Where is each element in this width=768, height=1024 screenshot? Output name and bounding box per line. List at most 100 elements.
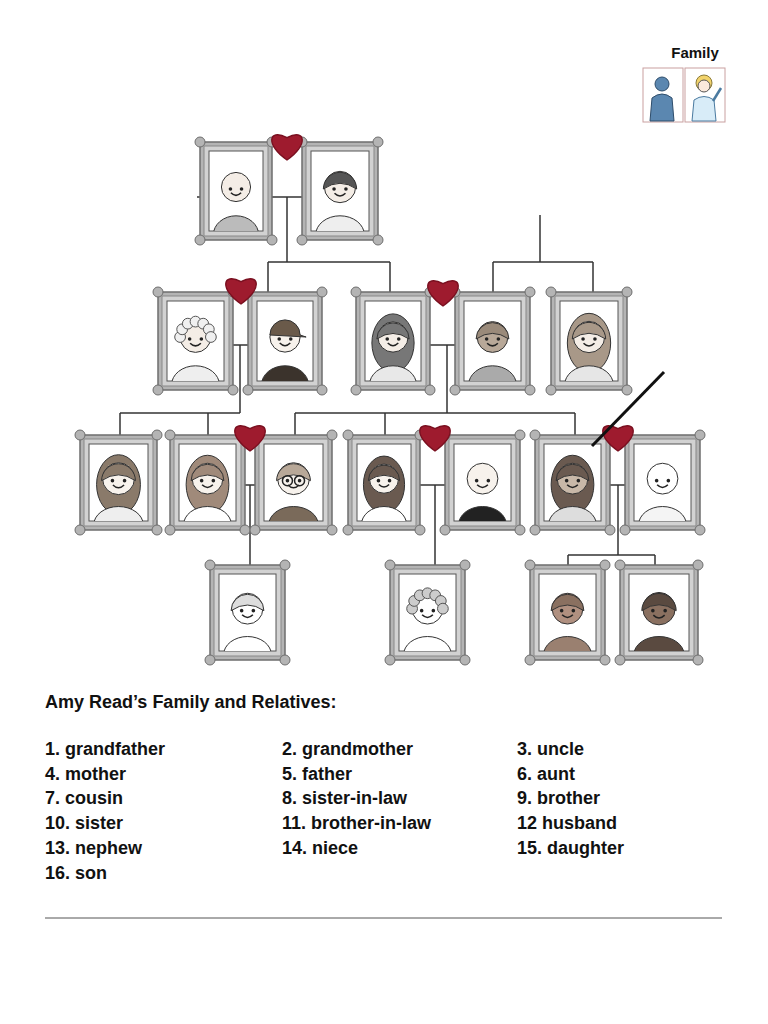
mouth	[653, 615, 664, 618]
tree-line	[286, 197, 288, 262]
head	[369, 464, 398, 493]
portrait-frame	[195, 137, 277, 254]
list-item: 5. father	[282, 764, 352, 786]
tree-line	[207, 413, 209, 435]
list-item: 11. brother-in-law	[282, 813, 431, 835]
heart	[420, 426, 450, 451]
hair	[191, 464, 224, 480]
eye	[298, 479, 302, 483]
eye	[497, 337, 501, 341]
portrait	[459, 463, 507, 521]
body	[213, 216, 258, 231]
frame-corner	[450, 385, 460, 395]
list-item: 10. sister	[45, 813, 123, 835]
mouth	[190, 343, 201, 346]
list-item: 3. uncle	[517, 739, 584, 761]
tree-lines	[120, 197, 655, 568]
icon-box	[643, 68, 683, 122]
body	[459, 507, 507, 521]
frame-corner	[515, 430, 525, 440]
frame-corner	[600, 560, 610, 570]
portrait-frames	[75, 137, 705, 673]
body	[469, 366, 517, 381]
eye	[111, 479, 115, 483]
head	[221, 172, 250, 201]
tree-line	[120, 412, 240, 414]
portrait	[544, 593, 592, 651]
frame-corner	[693, 560, 703, 570]
eye	[277, 337, 281, 341]
head	[192, 463, 223, 494]
frame-corner	[385, 560, 395, 570]
frame-corner	[280, 655, 290, 665]
tree-line	[492, 262, 494, 292]
frame-corner	[205, 560, 215, 570]
frame-corner	[620, 525, 630, 535]
hair	[231, 594, 264, 610]
list-item: 4. mother	[45, 764, 126, 786]
mouth	[657, 485, 668, 488]
tree-line	[568, 554, 655, 556]
eye	[667, 479, 671, 483]
portrait-frame	[75, 430, 162, 543]
glasses	[295, 476, 305, 486]
frame-corner	[530, 525, 540, 535]
body	[172, 366, 220, 381]
portrait-frame	[450, 287, 535, 404]
frame-corner	[525, 385, 535, 395]
eye	[188, 337, 192, 341]
portrait	[172, 316, 220, 381]
body	[565, 366, 614, 381]
body	[634, 637, 684, 651]
icon-head	[698, 80, 710, 92]
glasses	[282, 476, 292, 486]
hair	[323, 172, 356, 189]
portrait	[184, 455, 232, 521]
frame-corner	[622, 385, 632, 395]
portrait-frame	[205, 560, 290, 673]
portrait	[639, 463, 687, 521]
frame-corner	[152, 430, 162, 440]
frame-corner	[195, 235, 205, 245]
eye	[663, 609, 667, 613]
body	[549, 507, 597, 521]
strike-line	[592, 372, 664, 446]
body	[261, 366, 308, 381]
body	[544, 637, 592, 651]
cap	[270, 320, 306, 337]
eye	[487, 479, 491, 483]
frame-corner	[267, 235, 277, 245]
mouth	[242, 615, 253, 618]
hair	[642, 593, 676, 610]
icon-arm	[713, 88, 721, 101]
frame-corner	[250, 525, 260, 535]
hair	[556, 464, 589, 480]
frame-corner	[351, 385, 361, 395]
hair	[186, 455, 229, 514]
head	[552, 593, 583, 624]
hearts	[226, 135, 633, 451]
tree-line	[384, 413, 386, 435]
frame-corner	[530, 430, 540, 440]
head	[573, 321, 604, 352]
hair	[438, 603, 449, 614]
frame-corner	[351, 287, 361, 297]
mouth	[422, 615, 433, 618]
head	[643, 592, 675, 624]
eye	[200, 337, 204, 341]
heart	[272, 135, 302, 160]
frame-corner	[525, 655, 535, 665]
portrait-frame	[297, 137, 383, 254]
heading: Amy Read’s Family and Relatives:	[45, 692, 336, 714]
body	[404, 637, 452, 651]
frame-corner	[327, 525, 337, 535]
portrait	[565, 313, 614, 381]
eye	[397, 337, 401, 341]
tree-line	[430, 344, 455, 346]
icon-body	[650, 94, 674, 121]
eye	[200, 479, 204, 483]
hair	[377, 323, 409, 339]
body	[94, 507, 144, 521]
eye	[581, 337, 585, 341]
